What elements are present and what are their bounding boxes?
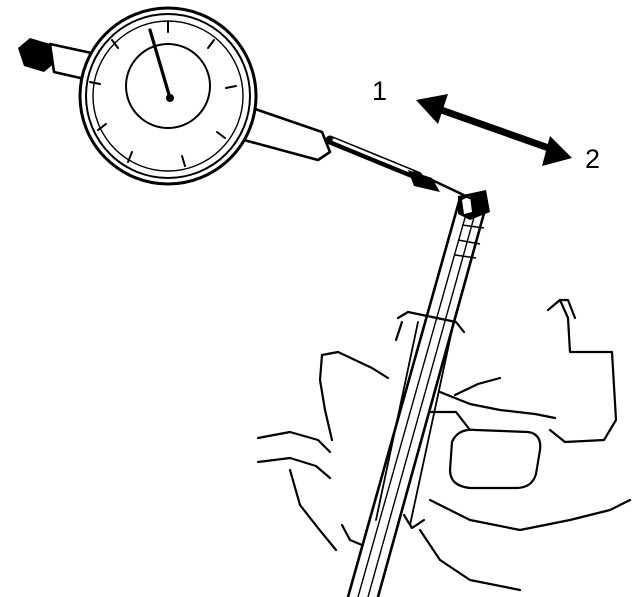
direction-label-1: 1: [372, 76, 388, 106]
valve-stem: [346, 196, 488, 597]
cylinder-head-casting: [256, 298, 632, 592]
dial-indicator-icon: [18, 6, 472, 200]
direction-label-2: 2: [585, 144, 601, 174]
valve-stem-tip: [454, 190, 490, 259]
double-arrow-icon: [416, 94, 572, 166]
